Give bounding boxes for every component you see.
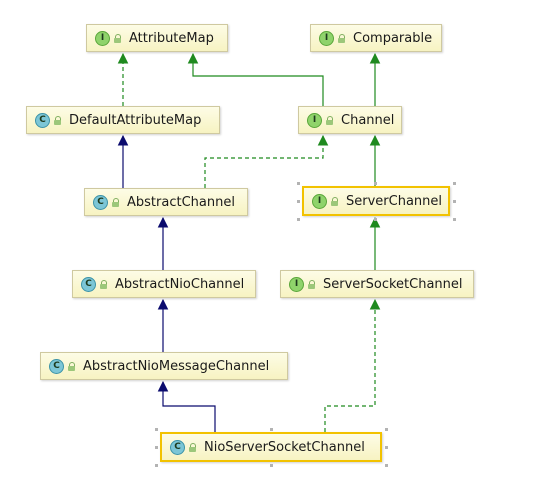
selection-handle[interactable] (155, 428, 158, 431)
node-abstract-channel[interactable]: C AbstractChannel (84, 188, 248, 216)
selection-handle[interactable] (155, 464, 158, 467)
selection-handle[interactable] (385, 446, 388, 449)
node-label: AttributeMap (129, 30, 214, 46)
node-label: AbstractChannel (127, 194, 235, 210)
node-channel[interactable]: I Channel (298, 106, 402, 134)
lock-icon (112, 197, 120, 207)
interface-icon: I (319, 30, 334, 46)
selection-handle[interactable] (385, 464, 388, 467)
edge-nio-server-socket-channel-implements-server-socket-channel (324, 298, 381, 432)
class-icon: C (170, 439, 185, 455)
interface-icon: I (95, 30, 110, 46)
node-abstract-nio-channel[interactable]: C AbstractNioChannel (72, 270, 256, 298)
lock-icon (54, 115, 62, 125)
node-abstract-nio-message-channel[interactable]: C AbstractNioMessageChannel (40, 352, 288, 380)
selection-handle[interactable] (374, 182, 377, 185)
lock-icon (100, 279, 108, 289)
node-attribute-map[interactable]: I AttributeMap (86, 24, 228, 52)
selection-handle[interactable] (270, 464, 273, 467)
node-server-socket-channel[interactable]: I ServerSocketChannel (280, 270, 474, 298)
edge-abstract-channel-implements-channel (204, 134, 329, 188)
selection-handle[interactable] (453, 218, 456, 221)
lock-icon (326, 115, 334, 125)
node-label: NioServerSocketChannel (204, 439, 365, 455)
selection-handle[interactable] (453, 200, 456, 203)
node-default-attribute-map[interactable]: C DefaultAttributeMap (26, 106, 220, 134)
selection-handle[interactable] (453, 182, 456, 185)
interface-icon: I (312, 193, 327, 209)
class-icon: C (35, 112, 50, 128)
node-comparable[interactable]: I Comparable (310, 24, 442, 52)
lock-icon (308, 279, 316, 289)
interface-icon: I (307, 112, 322, 128)
edge-channel-extends-attribute-map (187, 52, 324, 106)
node-label: AbstractNioChannel (115, 276, 245, 292)
selection-handle[interactable] (297, 200, 300, 203)
selection-handle[interactable] (374, 218, 377, 221)
node-server-channel[interactable]: I ServerChannel (302, 186, 450, 216)
node-label: AbstractNioMessageChannel (83, 358, 270, 374)
node-label: Channel (341, 112, 395, 128)
selection-handle[interactable] (297, 182, 300, 185)
selection-handle[interactable] (155, 446, 158, 449)
node-label: ServerChannel (346, 193, 443, 209)
node-label: ServerSocketChannel (323, 276, 463, 292)
selection-handle[interactable] (385, 428, 388, 431)
lock-icon (338, 33, 346, 43)
selection-handle[interactable] (297, 218, 300, 221)
node-label: Comparable (353, 30, 433, 46)
class-icon: C (81, 276, 96, 292)
class-icon: C (93, 194, 108, 210)
interface-icon: I (289, 276, 304, 292)
selection-handle[interactable] (270, 428, 273, 431)
lock-icon (189, 442, 197, 452)
class-icon: C (49, 358, 64, 374)
lock-icon (114, 33, 122, 43)
node-nio-server-socket-channel[interactable]: C NioServerSocketChannel (160, 432, 382, 462)
node-label: DefaultAttributeMap (69, 112, 202, 128)
edge-nio-server-socket-channel-extends-abstract-nio-message-channel (157, 380, 216, 432)
lock-icon (68, 361, 76, 371)
lock-icon (331, 196, 339, 206)
